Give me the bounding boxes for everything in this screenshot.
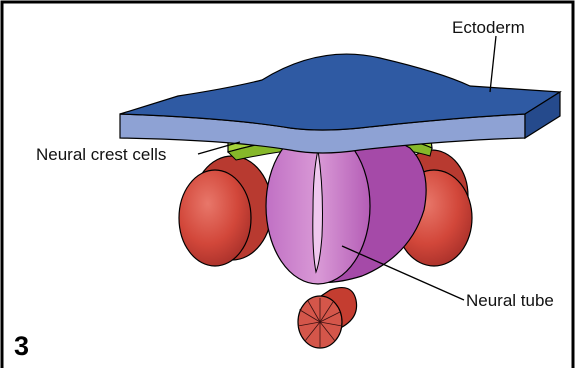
- notochord: [298, 288, 357, 348]
- ectoderm-label: Ectoderm: [452, 19, 525, 36]
- panel-number: 3: [14, 333, 29, 360]
- left-somite: [179, 156, 272, 266]
- neural-crest-cells-label: Neural crest cells: [36, 146, 166, 163]
- ectoderm-sheet: [120, 54, 560, 153]
- ectoderm-leader-line: [490, 36, 496, 92]
- neural-tube-label: Neural tube: [466, 292, 554, 309]
